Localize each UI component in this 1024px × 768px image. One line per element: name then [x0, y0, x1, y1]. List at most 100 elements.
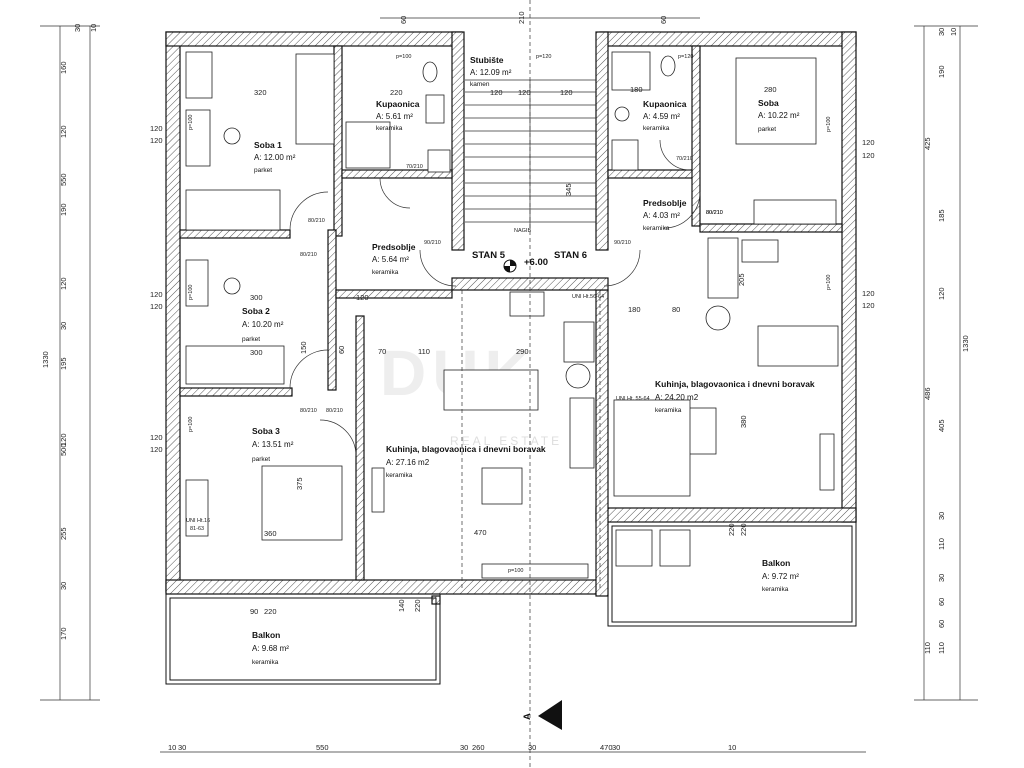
room-area: A: 9.68 m²: [252, 644, 289, 653]
room-soba2: Soba 2 A: 10.20 m² parket: [242, 306, 284, 343]
dimension-label: 60: [937, 598, 946, 606]
room-name: Soba 3: [252, 426, 280, 436]
dimension-label: 120: [150, 445, 163, 454]
dimension-label: 120: [862, 138, 875, 147]
room-area: A: 10.22 m²: [758, 111, 800, 120]
room-predsoblje-left: Predsoblje A: 5.64 m² keramika: [372, 242, 416, 276]
note-label: UNI Ht. 55-64: [616, 396, 650, 402]
dimension-label: 120: [490, 88, 503, 97]
dimension-label: 405: [937, 419, 946, 432]
dimension-label: 220: [727, 523, 736, 536]
window-label: p=100: [508, 568, 523, 574]
dimension-label: 10: [89, 24, 98, 32]
balcony-right: [607, 521, 857, 627]
doors: [289, 139, 701, 457]
dimension-label: 120: [560, 88, 573, 97]
dimension-label: 30: [59, 322, 68, 330]
room-soba1: Soba 1 A: 12.00 m² parket: [254, 140, 296, 174]
room-kuhinja-left: Kuhinja, blagovaonica i dnevni boravak A…: [386, 444, 546, 479]
dimension-label: 120: [59, 277, 68, 290]
room-name: Kupaonica: [376, 99, 420, 109]
room-area: A: 27.16 m2: [386, 458, 430, 467]
dimension-label: 120: [356, 293, 369, 302]
apartment-label-stan5: STAN 5: [472, 250, 506, 261]
dimension-label: 120: [862, 289, 875, 298]
exterior-walls: [165, 31, 857, 597]
dimension-label: 30: [528, 743, 536, 752]
dimension-label: 550: [316, 743, 329, 752]
room-name: Kuhinja, blagovaonica i dnevni boravak: [655, 379, 815, 389]
dimension-label: 290: [516, 347, 529, 356]
room-area: A: 10.20 m²: [242, 320, 284, 329]
dimension-label: 120: [150, 433, 163, 442]
room-balkon-left: Balkon A: 9.68 m² keramika: [252, 630, 289, 666]
dimension-label: 110: [937, 642, 946, 654]
dimension-label: 110: [923, 642, 932, 654]
room-material: parket: [242, 336, 260, 343]
room-area: A: 5.61 m²: [376, 112, 413, 121]
room-area: A: 24.20 m2: [655, 393, 699, 402]
dimension-lines: [40, 17, 978, 753]
dimension-label: 375: [295, 477, 304, 490]
dimension-label: 120: [59, 125, 68, 138]
dimension-label: 120: [862, 301, 875, 310]
window-label: p=100: [826, 275, 832, 290]
window-label: p=100: [188, 285, 194, 300]
level-label: +6.00: [524, 257, 548, 268]
room-material: keramika: [376, 125, 403, 132]
door-label: 80/210: [300, 408, 317, 414]
balcony-left: [165, 593, 441, 685]
dimension-label: 220: [739, 523, 748, 536]
dimension-label: 120: [59, 433, 68, 446]
dimension-label: 180: [630, 85, 643, 94]
dimension-label: 170: [59, 627, 68, 640]
room-name: Balkon: [252, 630, 280, 640]
door-label: 80/210: [706, 210, 723, 216]
apartment-label-stan6: STAN 6: [554, 250, 587, 261]
room-material: keramika: [386, 472, 413, 479]
dimension-label: 190: [937, 65, 946, 78]
dimension-label: 345: [564, 183, 573, 196]
dimension-label: 30: [460, 743, 468, 752]
dimension-label: 190: [59, 203, 68, 216]
dimension-label: 60: [937, 620, 946, 628]
room-area: A: 13.51 m²: [252, 440, 294, 449]
room-area: A: 12.00 m²: [254, 153, 296, 162]
dimension-label: 360: [264, 529, 277, 538]
window-label: p=100: [188, 115, 194, 130]
room-area: A: 4.59 m²: [643, 112, 680, 121]
section-marker: A: [522, 700, 562, 730]
room-area: A: 5.64 m²: [372, 255, 409, 264]
dimension-label: 1330: [961, 335, 970, 352]
dimension-label: 10: [168, 743, 176, 752]
dimension-label: 255: [59, 527, 68, 540]
room-name: Predsoblje: [643, 198, 687, 208]
room-material: keramika: [762, 586, 789, 593]
dimension-label: 220: [413, 599, 422, 612]
dimension-label: 470: [474, 528, 487, 537]
dimension-label: 30: [937, 28, 946, 36]
section-label: A: [522, 713, 533, 720]
dimension-label: 30: [178, 743, 186, 752]
dimension-label: 60: [337, 346, 346, 354]
staircase: [465, 79, 596, 228]
dimension-label: 160: [59, 61, 68, 74]
dimension-label: 380: [739, 415, 748, 428]
dimension-label: 150: [299, 341, 308, 354]
room-name: Kuhinja, blagovaonica i dnevni boravak: [386, 444, 546, 454]
door-label: 90/210: [424, 240, 441, 246]
dimension-label: 90: [250, 607, 258, 616]
room-name: Soba: [758, 98, 779, 108]
window-label: p=120: [678, 54, 693, 60]
room-material: parket: [254, 167, 272, 174]
nagib-label: NAGIB: [514, 228, 531, 234]
dimension-label: 120: [150, 124, 163, 133]
room-material: parket: [758, 126, 776, 133]
room-balkon-right: Balkon A: 9.72 m² keramika: [762, 558, 799, 593]
dimension-label: 120: [518, 88, 531, 97]
window-label: p=100: [826, 117, 832, 132]
room-kupaonica-left: Kupaonica A: 5.61 m² keramika: [376, 99, 420, 132]
dimension-label: 70: [378, 347, 386, 356]
